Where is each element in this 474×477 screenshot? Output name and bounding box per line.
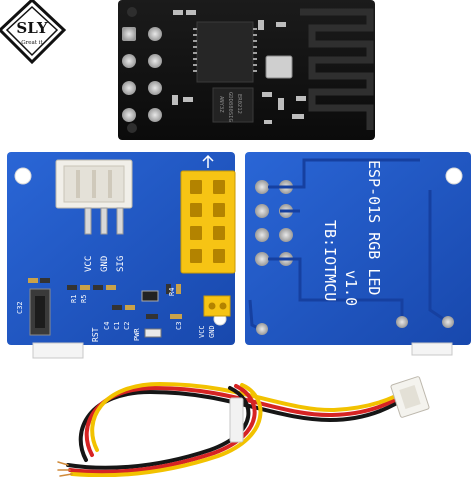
wire-red-loop [68,384,257,474]
left-smd-parts [28,278,182,338]
pin-label-vcc: VCC [84,256,94,272]
pin-label-sig: SIG [116,256,126,272]
left-rgb-board: VCC GND SIG [7,152,236,359]
logo-diamond [0,0,67,65]
esp-mount-hole [127,7,137,17]
brand-logo: SLY Great it [0,0,67,65]
arrow-up-icon [202,154,214,168]
silk-r4: R4 [168,288,176,296]
esp01s-module: ANY3Z GDD880SIG ER0212 [118,0,375,140]
esp-pin-pads [122,27,162,122]
esp-main-chip [193,21,257,83]
right-mount-hole [445,167,463,185]
chip-marking-1: ANY3Z [218,96,224,113]
silk-c1: C1 [113,322,121,330]
silk-c2: C2 [123,322,131,330]
silk-r1: R1 [70,295,78,303]
silk-c4: C4 [103,322,111,330]
power-led [144,328,162,338]
esp-flash-body [212,87,254,123]
jst-plug [390,376,430,418]
board-title: ESP-01S RGB LED [365,160,383,295]
logo-tagline: Great it [21,40,43,46]
right-bottom-pad [256,323,268,335]
power-header: VCC GND [198,295,231,338]
reset-switch-button [35,296,45,328]
right-bottom-tab [411,342,453,356]
esp-pin-pad [122,27,136,41]
reset-switch [29,288,51,336]
chip-marking-2: GDD880SIG [227,92,233,122]
header-label-gnd: GND [208,325,216,338]
esp-pin-pad [148,27,162,41]
right-bottom-pad [442,316,454,328]
esp-flash-chip: ANY3Z GDD880SIG ER0212 [212,87,254,123]
logo-letters: SLY [16,19,47,37]
wire-stripped-ends [57,461,73,477]
esp-pin-pad [148,108,162,122]
esp-socket [180,154,236,274]
right-bottom-pad [396,316,408,328]
esp-pin-pad [122,81,136,95]
esp-antenna [300,8,374,130]
pin-label-gnd: GND [100,256,110,272]
esp-pin-pad [122,54,136,68]
wire-yellow-loop [70,383,263,477]
silk-pwr: PWR [133,328,141,341]
jst-connector [55,159,133,235]
cable-tie [229,397,244,443]
esp-pin-pad [148,81,162,95]
chip-marking-3: ER0212 [236,94,242,114]
wire-black-loop [66,386,251,470]
socket-body [180,170,236,274]
power-header-body [203,295,231,317]
silk-c32: C32 [16,301,24,314]
esp-pin-pad [122,108,136,122]
header-label-vcc: VCC [198,325,206,338]
esp-mount-hole [127,123,137,133]
esp-crystal [265,55,293,79]
signal-pin-labels: VCC GND SIG [84,256,126,272]
board-maker: TB:IOTMCU [321,220,339,301]
right-rgb-board: ESP-01S RGB LED v1.0 TB:IOTMCU [245,152,471,356]
left-bottom-tab [32,342,84,359]
regulator-chip [141,290,159,302]
silk-r5: R5 [80,295,88,303]
esp-smd-parts [172,10,306,124]
silk-rst: RST [91,327,100,342]
silk-c3: C3 [175,322,183,330]
left-silkscreen: C32 RST C4 C1 C2 R1 R4 R5 C3 PWR [16,288,183,342]
left-mount-hole [14,167,32,185]
esp-chip-body [196,21,254,83]
board-version: v1.0 [342,270,360,306]
esp-pin-pad [148,54,162,68]
logo-diamond-inner [5,5,59,57]
